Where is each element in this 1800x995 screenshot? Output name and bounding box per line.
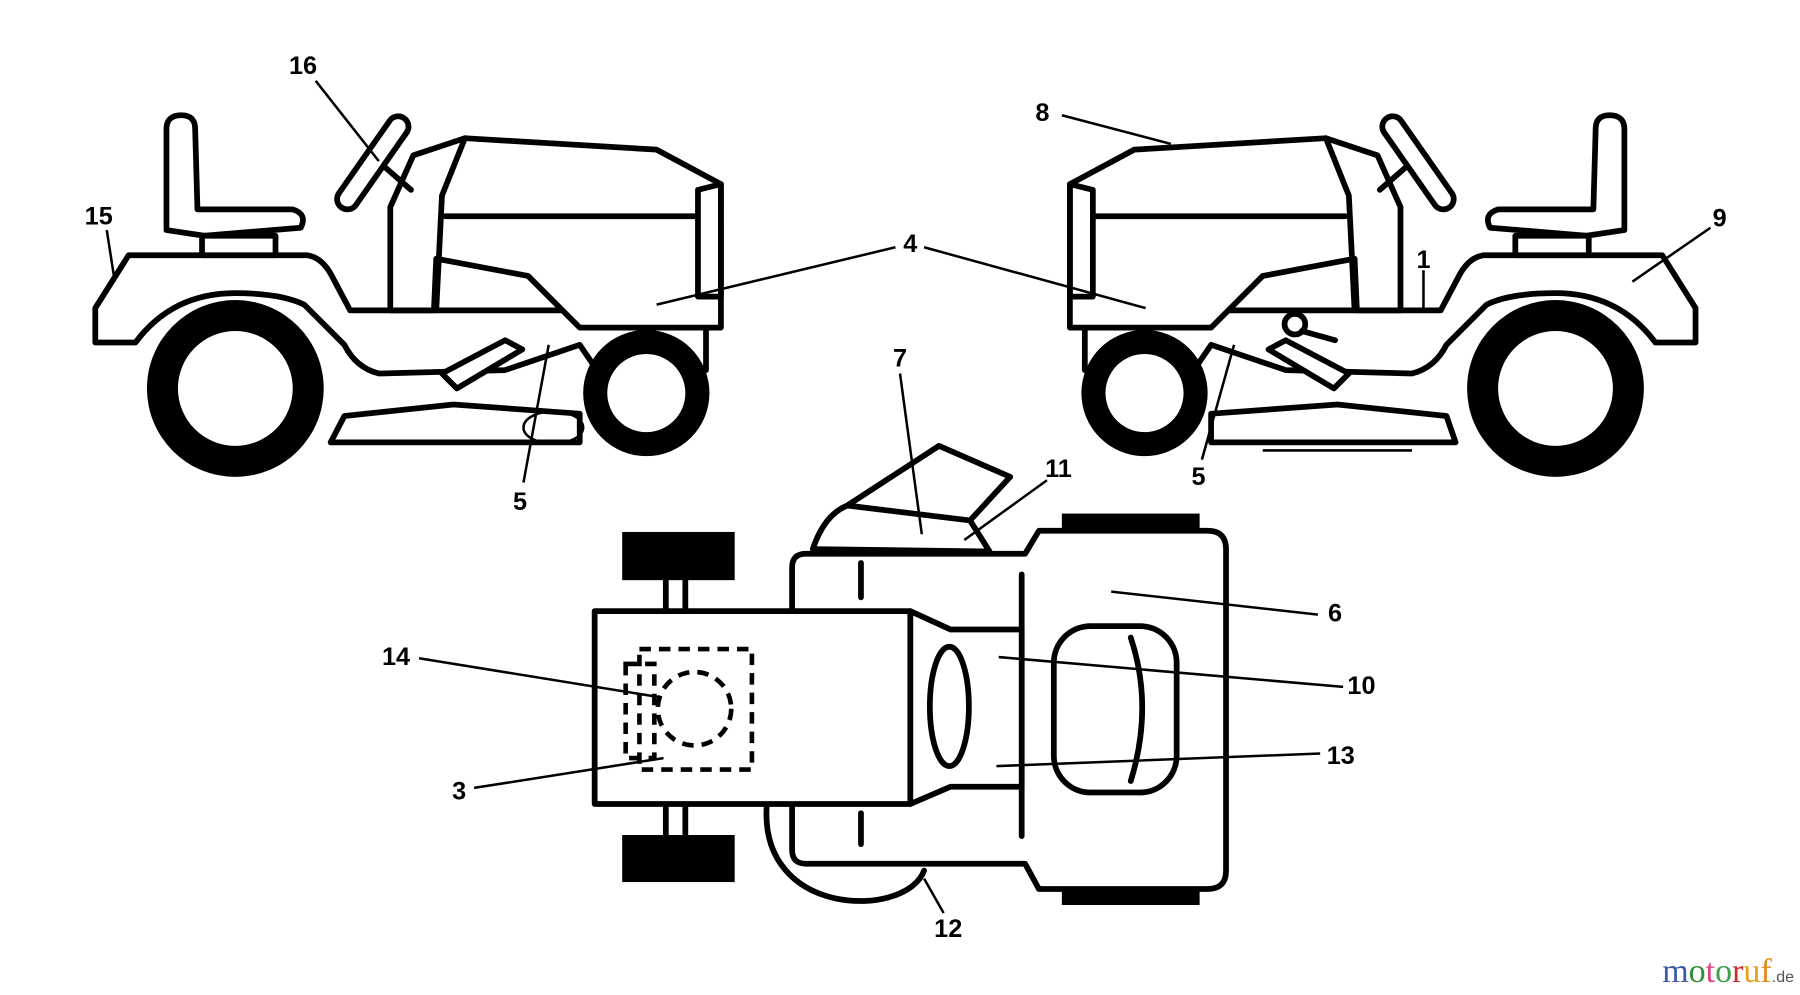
callout-16: 16	[289, 52, 317, 80]
hood-top	[591, 608, 914, 807]
mower-deck	[327, 401, 583, 446]
watermark-letter: f	[1760, 953, 1772, 990]
callout-13: 13	[1327, 742, 1355, 770]
callout-1: 1	[1416, 246, 1430, 274]
tractor-right-side-view	[1067, 112, 1699, 477]
watermark-logo: motoruf.de	[1662, 953, 1794, 991]
callout-15: 15	[85, 202, 113, 230]
seat-top	[1050, 623, 1180, 796]
seat-post	[199, 232, 279, 259]
callout-10: 10	[1347, 672, 1375, 700]
deck-chute	[522, 410, 585, 445]
seat	[163, 112, 306, 239]
callout-8: 8	[1035, 99, 1049, 127]
rear-tire-top	[1061, 513, 1200, 532]
tractor-top-view	[591, 442, 1229, 906]
watermark-letter: o	[1715, 953, 1733, 990]
steering-column	[381, 164, 414, 193]
steering-wheel-top	[926, 643, 972, 769]
watermark-suffix: .de	[1771, 969, 1794, 986]
watermark-letter: t	[1705, 953, 1716, 990]
callout-5-right: 5	[1191, 463, 1205, 491]
callout-12: 12	[934, 915, 962, 943]
callout-14: 14	[382, 643, 410, 671]
front-tire-top	[622, 531, 735, 581]
watermark-letter: o	[1688, 953, 1706, 990]
callout-7: 7	[893, 345, 907, 373]
hood-line	[433, 135, 724, 314]
shift-lever-icon	[1281, 310, 1338, 344]
callout-5-left: 5	[513, 488, 527, 516]
watermark-letter: m	[1662, 953, 1689, 990]
leader-lines	[105, 80, 1712, 914]
front-tire-bottom	[622, 835, 735, 883]
callout-11: 11	[1045, 455, 1072, 483]
callout-4: 4	[903, 230, 917, 258]
callouts: 16 15 4 5 8 9 1 5 7 11 6 10 13 14 3 12	[85, 52, 1727, 943]
steering-wheel-icon	[334, 113, 412, 213]
rear-fender	[92, 252, 709, 377]
watermark-letter: r	[1732, 953, 1744, 990]
tractor-left-side-view	[92, 112, 724, 477]
callout-6: 6	[1328, 599, 1342, 627]
watermark-letter: u	[1743, 953, 1761, 990]
discharge-chute	[809, 442, 1014, 555]
foot-pedal	[439, 337, 526, 392]
callout-9: 9	[1713, 205, 1727, 233]
callout-3: 3	[452, 777, 466, 805]
